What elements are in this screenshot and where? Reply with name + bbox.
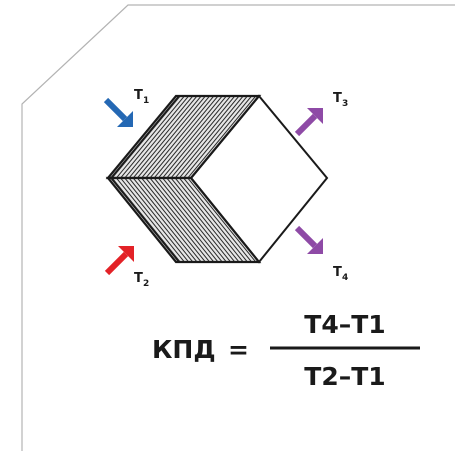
label-t3: T 3 (333, 91, 348, 109)
svg-text:3: 3 (342, 99, 348, 109)
svg-text:T: T (134, 88, 143, 103)
frame-border (21, 4, 455, 451)
arrow-t1-blue (103, 97, 133, 127)
label-t4: T 4 (333, 265, 348, 283)
fin-line (132, 96, 202, 178)
fin-line (149, 96, 219, 178)
efficiency-formula: КПД = T4–T1 T2–T1 (152, 310, 420, 391)
fin-line (153, 96, 223, 178)
fin-line (116, 96, 185, 178)
fin-line (137, 96, 206, 178)
svg-text:T: T (333, 265, 342, 280)
svg-text:T: T (134, 271, 143, 286)
formula-equals: = (228, 335, 249, 364)
fin-line (145, 96, 215, 178)
fin-line (174, 96, 244, 178)
formula-denominator: T2–T1 (304, 362, 385, 391)
fin-line (137, 178, 206, 262)
fin-line (120, 178, 189, 262)
formula-lhs: КПД (152, 335, 216, 364)
fin-line (145, 178, 215, 262)
fin-line (174, 178, 244, 262)
fin-line (166, 178, 236, 262)
heat-exchanger-cube (105, 94, 329, 264)
fin-line (187, 96, 257, 178)
fin-line (183, 96, 252, 178)
fin-line (141, 96, 210, 178)
fin-line (179, 178, 248, 262)
label-t2: T 2 (134, 271, 149, 289)
svg-text:2: 2 (143, 279, 149, 289)
fin-line (124, 178, 194, 262)
fin-line (111, 96, 181, 178)
fin-line (141, 178, 210, 262)
fin-line (179, 96, 248, 178)
fin-line (128, 96, 198, 178)
arrow-t2-red (104, 246, 134, 276)
fin-line (128, 178, 198, 262)
label-t1: T 1 (134, 88, 149, 106)
arrow-t4-purple (294, 225, 323, 254)
fin-line (124, 96, 194, 178)
fin-line (116, 178, 185, 262)
fin-line (183, 178, 252, 262)
fin-line (111, 178, 181, 262)
fin-line (170, 178, 240, 262)
svg-text:4: 4 (342, 273, 348, 283)
fin-line (153, 178, 223, 262)
formula-numerator: T4–T1 (304, 310, 385, 339)
svg-text:T: T (333, 91, 342, 106)
fin-line (132, 178, 202, 262)
fin-line (149, 178, 219, 262)
fin-line (158, 96, 227, 178)
fin-line (158, 178, 227, 262)
fin-line (120, 96, 189, 178)
fin-line (166, 96, 236, 178)
fin-line (170, 96, 240, 178)
arrow-t3-purple (294, 108, 323, 137)
svg-text:1: 1 (143, 96, 149, 106)
fin-line (162, 96, 231, 178)
fin-line (187, 178, 257, 262)
fin-line (162, 178, 231, 262)
